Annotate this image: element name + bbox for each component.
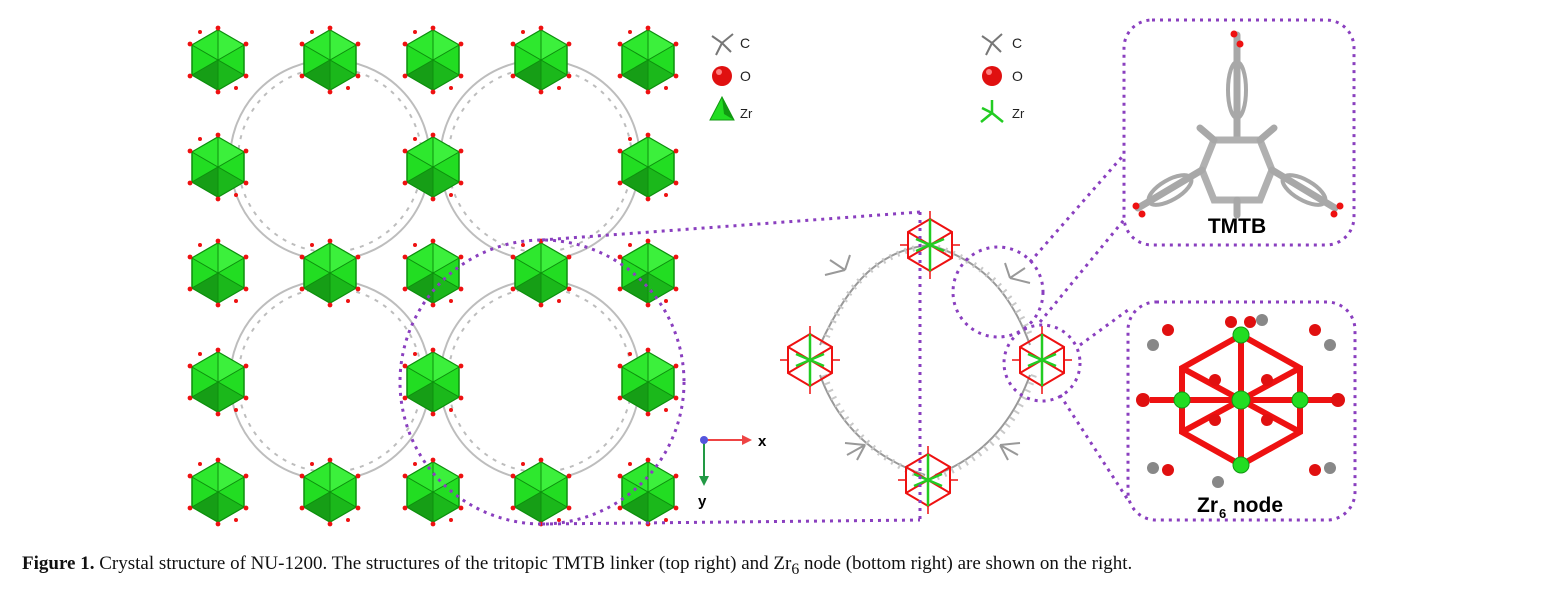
tmtb-linker-inset: TMTB	[1122, 18, 1356, 247]
cage-node-bottom	[896, 444, 960, 516]
tmtb-molecule	[1134, 31, 1339, 219]
crystal-structure-figure: C O Zr x y	[186, 18, 1357, 528]
caption-subscript: 6	[791, 560, 800, 578]
zr6-node-inset: Zr 6 node	[1126, 300, 1357, 522]
legend-left-c-label: C	[740, 35, 750, 51]
legend-left: C O Zr	[709, 33, 753, 121]
crystal-packing-view	[186, 24, 686, 528]
tmtb-oxygens	[1132, 30, 1344, 218]
zoom-selection-circle	[398, 238, 686, 526]
single-cage-view	[778, 209, 1082, 516]
linker-highlight-circle	[951, 245, 1045, 339]
caption-text-part1: Crystal structure of NU-1200. The struct…	[94, 553, 792, 574]
oxygen-sphere-icon	[982, 66, 1002, 86]
cage-linkers	[819, 242, 1037, 481]
caption-text-part2: node (bottom right) are shown on the rig…	[799, 553, 1133, 574]
cage-node-top	[898, 209, 962, 281]
legend-mid-c-label: C	[1012, 35, 1022, 51]
zr6-label-subscript: 6	[1219, 506, 1226, 521]
callout-lines	[541, 149, 1130, 526]
zr6-zirconium-atoms	[1173, 326, 1309, 474]
figure-label: Figure 1.	[22, 553, 95, 574]
cage-node-right	[1010, 324, 1074, 396]
zr6-label-tail: node	[1227, 494, 1283, 517]
axes-indicator: x y	[698, 433, 767, 510]
figure-caption: Figure 1. Crystal structure of NU-1200. …	[22, 552, 1522, 582]
legend-mid-o-label: O	[1012, 68, 1023, 84]
legend-left-zr-label: Zr	[740, 106, 753, 121]
zr6-oxygens	[1136, 316, 1345, 476]
legend-middle: C O Zr	[980, 33, 1025, 123]
node-highlight-circle	[1002, 323, 1082, 403]
axis-x-label: x	[758, 433, 767, 450]
legend-left-o-label: O	[740, 68, 751, 84]
carbon-stick-icon	[981, 33, 1003, 56]
carbon-stick-icon	[711, 33, 734, 56]
zr6-carbons	[1147, 314, 1336, 488]
axis-y-label: y	[698, 493, 707, 510]
cage-node-left	[778, 324, 842, 396]
zr-stick-icon	[980, 100, 1004, 123]
tmtb-label: TMTB	[1208, 215, 1266, 238]
zr6-label-main: Zr	[1197, 494, 1218, 517]
legend-mid-zr-label: Zr	[1012, 106, 1025, 121]
oxygen-sphere-icon	[712, 66, 732, 86]
